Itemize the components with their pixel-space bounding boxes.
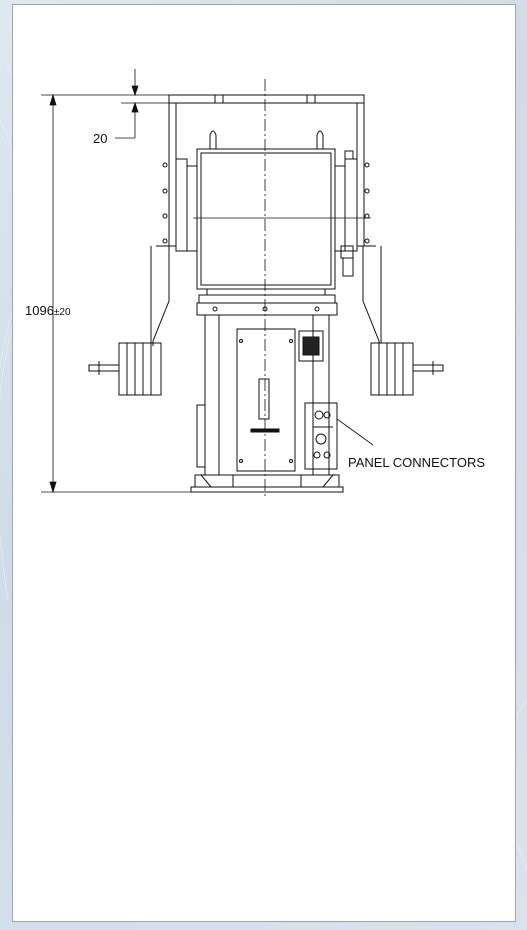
turntable — [196, 288, 338, 316]
counterweight-left — [88, 342, 162, 396]
base — [190, 474, 344, 493]
drawing-sheet: 20 1096±20 PANEL CONNECTORS — [12, 4, 516, 922]
pedestal — [204, 314, 330, 476]
dimension-lines — [41, 69, 201, 494]
counterweight-right — [370, 342, 444, 396]
dimension-height-label: 1096±20 — [25, 303, 71, 318]
arms — [150, 245, 382, 346]
lifting-eyes — [209, 130, 324, 149]
side-bearings — [162, 150, 370, 277]
technical-drawing — [41, 69, 444, 497]
connector-panel — [304, 402, 338, 470]
side-door — [196, 404, 206, 468]
dimension-clearance-label: 20 — [93, 131, 108, 146]
callout-leader — [336, 418, 374, 446]
panel-connectors-callout: PANEL CONNECTORS — [348, 455, 486, 470]
